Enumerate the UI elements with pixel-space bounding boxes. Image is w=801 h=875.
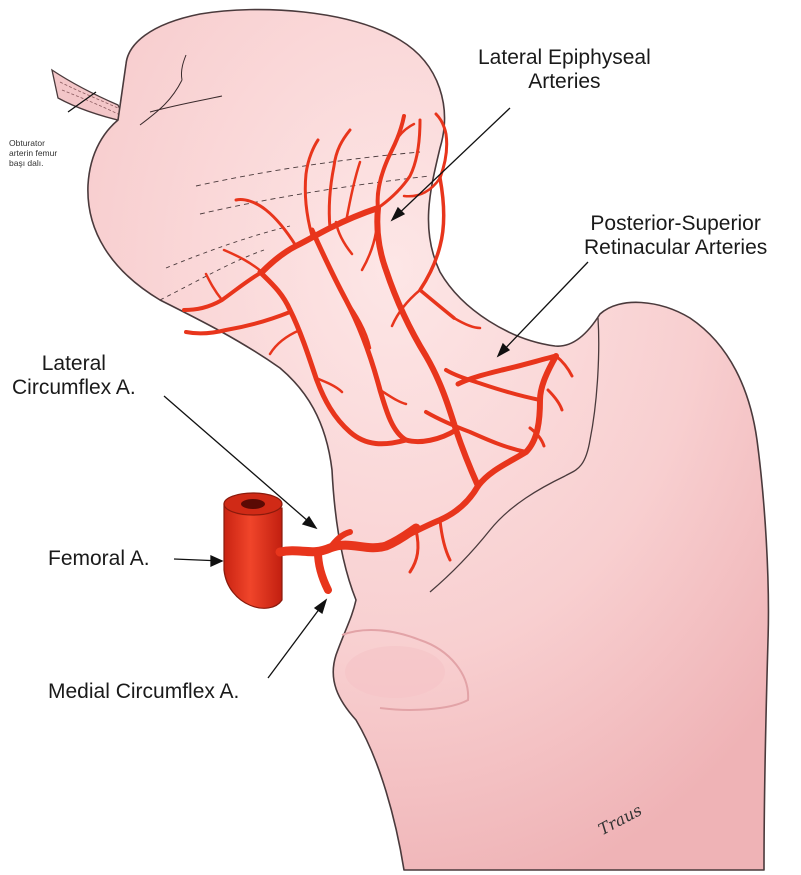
label-line: Circumflex A. xyxy=(12,376,136,400)
ligamentum-teres xyxy=(52,70,126,122)
label-line: arterin femur xyxy=(9,148,57,158)
label-line: Obturator xyxy=(9,138,57,148)
label-line: başı dalı. xyxy=(9,158,57,168)
femoral-artery-vessel xyxy=(224,493,282,608)
label-line: Lateral Epiphyseal xyxy=(478,46,651,70)
label-line: Retinacular Arteries xyxy=(584,236,767,260)
label-line: Posterior-Superior xyxy=(584,212,767,236)
label-line: Arteries xyxy=(478,70,651,94)
label-medial-circumflex: Medial Circumflex A. xyxy=(48,680,239,704)
label-femoral: Femoral A. xyxy=(48,547,150,571)
label-posterior-superior: Posterior-Superior Retinacular Arteries xyxy=(584,212,767,260)
label-obturator: Obturator arterin femur başı dalı. xyxy=(9,138,57,168)
label-line: Lateral xyxy=(12,352,136,376)
label-lateral-epiphyseal: Lateral Epiphyseal Arteries xyxy=(478,46,651,94)
label-lateral-circumflex: Lateral Circumflex A. xyxy=(12,352,136,400)
